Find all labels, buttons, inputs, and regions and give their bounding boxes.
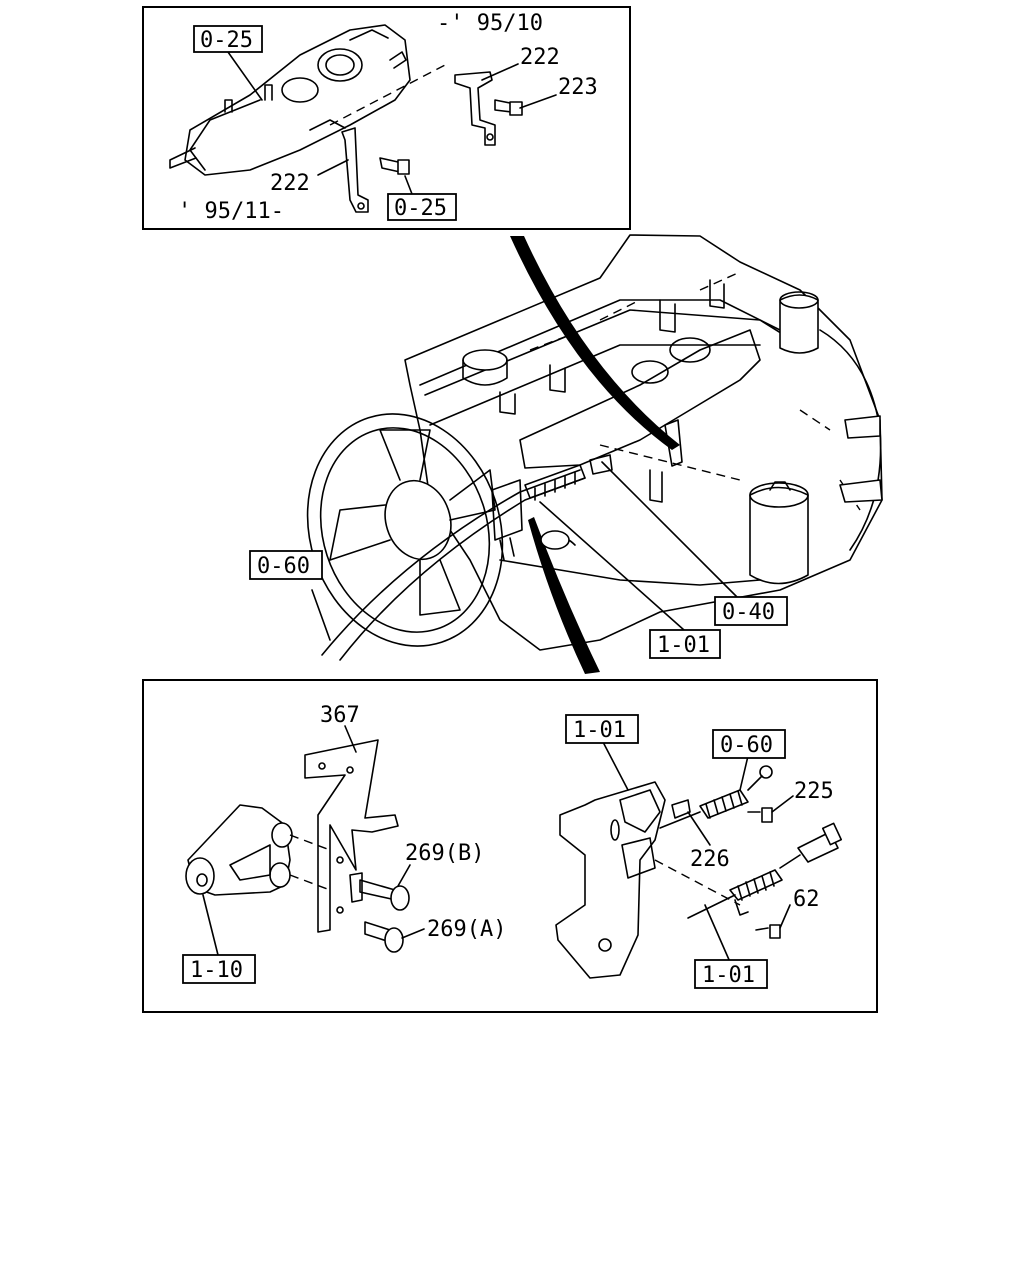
bolt-269a (364, 921, 404, 953)
part-label-222-upper: 222 (520, 45, 560, 70)
leader-line (227, 51, 263, 101)
leader-line (602, 741, 629, 791)
leader-line (397, 864, 411, 887)
part-label-269b: 269(B) (405, 841, 484, 866)
ref-label-0-60-engine: 0-60 (257, 554, 310, 579)
ref-label-0-60-bottom: 0-60 (720, 733, 773, 758)
bracket-367 (304, 739, 399, 933)
ref-box (249, 550, 323, 580)
ref-label-0-25-lower: 0-25 (394, 196, 447, 221)
ref-label-1-10: 1-10 (190, 958, 243, 983)
leader-line (601, 461, 739, 599)
ref-box (714, 596, 788, 626)
leader-dash (329, 64, 446, 126)
ref-box (694, 959, 768, 989)
leader-line (779, 904, 791, 929)
bolt-269b (359, 879, 410, 911)
date-from-label: ' 95/11- (178, 199, 284, 224)
leader-line (519, 94, 557, 109)
ref-box (182, 954, 256, 984)
leader-line (739, 755, 749, 791)
part-label-62: 62 (793, 887, 820, 912)
ref-box (649, 629, 721, 659)
ref-box (712, 729, 786, 759)
leader-line (401, 928, 425, 939)
ref-box (565, 714, 639, 744)
part-label-225: 225 (794, 779, 834, 804)
leader-line (344, 725, 357, 753)
leader-line (687, 811, 711, 846)
date-upto-label: -' 95/10 (437, 11, 543, 36)
ref-label-0-40: 0-40 (722, 600, 775, 625)
leader-line (317, 159, 349, 176)
bottom-inset-panel: 367 269(B) 269(A) 1-10 1-01 0-60 225 226… (142, 679, 878, 1013)
ref-box (387, 193, 457, 221)
leader-line (404, 175, 413, 195)
control-cables (321, 419, 683, 661)
bracket-222-upper (454, 71, 496, 146)
leader-line (481, 63, 519, 81)
part-label-222-lower: 222 (270, 171, 310, 196)
part-label-367: 367 (320, 703, 360, 728)
callout-wedge-bottom (528, 517, 600, 674)
ref-box (193, 25, 263, 53)
leader-line (311, 589, 331, 641)
callout-wedge-top (510, 236, 680, 450)
ref-label-1-01-bottom: 1-01 (702, 963, 755, 988)
cable-end-lower (687, 822, 843, 939)
cable-end-upper (659, 765, 773, 829)
intake-manifold-drawing (169, 24, 411, 176)
part-label-269a: 269(A) (427, 917, 506, 942)
engine-mount-bracket (185, 804, 331, 896)
leader-line (539, 501, 685, 631)
part-label-226: 226 (690, 847, 730, 872)
leader-line (771, 795, 794, 813)
leader-line (704, 904, 731, 963)
part-label-223: 223 (558, 75, 598, 100)
leader-line (202, 894, 219, 956)
top-inset-panel: 0-25 -' 95/10 222 223 222 ' 95/11- 0-25 (142, 6, 631, 230)
engine-drawing: 0-60 0-40 1-01 (249, 234, 883, 674)
ref-label-0-25-upper: 0-25 (200, 28, 253, 53)
throttle-bracket (555, 781, 741, 979)
ref-label-1-01-engine: 1-01 (657, 633, 710, 658)
bolt-223 (494, 99, 523, 116)
ref-label-1-01-top: 1-01 (573, 718, 626, 743)
